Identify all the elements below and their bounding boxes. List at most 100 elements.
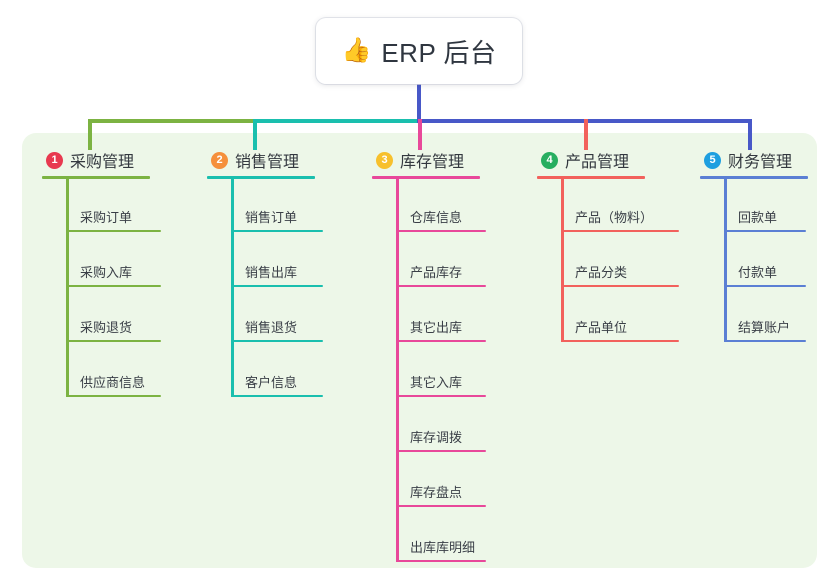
diagram-background-panel (22, 133, 817, 568)
leaf-item-rule (396, 340, 486, 342)
column-采购管理: 1 采购管理采购订单采购入库采购退货供应商信息 (42, 148, 161, 399)
leaf-item-label: 库存调拨 (410, 430, 463, 445)
column-badge-2: 2 (211, 151, 228, 169)
column-title-2: 销售管理 (235, 154, 300, 171)
column-items-2: 销售订单销售出库销售退货客户信息 (207, 179, 323, 399)
leaf-item-rule (66, 340, 161, 342)
leaf-item-rule (66, 230, 161, 232)
column-items-1: 采购订单采购入库采购退货供应商信息 (42, 179, 161, 399)
leaf-item-label: 采购入库 (80, 265, 133, 280)
leaf-item-label: 客户信息 (245, 375, 298, 390)
leaf-item[interactable]: 产品（物料） (537, 179, 679, 234)
leaf-item-label: 出库库明细 (410, 540, 476, 555)
leaf-item-rule (561, 340, 679, 342)
leaf-item-label: 销售订单 (245, 210, 298, 225)
column-产品管理: 4 产品管理产品（物料） 产品分类产品单位 (537, 148, 679, 344)
column-badge-1: 1 (46, 151, 63, 169)
column-items-5: 回款单付款单结算账户 (700, 179, 808, 344)
leaf-item-label: 其它入库 (410, 375, 463, 390)
column-header-rule-4 (537, 176, 645, 179)
leaf-item-label: 产品分类 (575, 265, 628, 280)
column-title-1: 采购管理 (70, 154, 135, 171)
leaf-item-label: 销售退货 (245, 320, 298, 335)
column-库存管理: 3 库存管理仓库信息产品库存其它出库其它入库库存调拨库存盘点出库库明细 (372, 148, 486, 564)
leaf-item-rule (231, 395, 323, 397)
connector-drop-5 (748, 119, 752, 150)
root-node[interactable]: 👍 ERP 后台 (316, 18, 522, 84)
connector-bar-segment-1 (88, 119, 256, 123)
column-header-rule-1 (42, 176, 150, 179)
connector-drop-3 (418, 119, 422, 150)
leaf-item[interactable]: 其它入库 (372, 344, 486, 399)
leaf-item-rule (396, 285, 486, 287)
column-title-4: 产品管理 (565, 154, 630, 171)
leaf-item-rule (561, 230, 679, 232)
leaf-item-label: 付款单 (738, 265, 778, 280)
connector-drop-4 (584, 119, 588, 150)
leaf-item-rule (724, 340, 806, 342)
column-header-rule-3 (372, 176, 480, 179)
leaf-item-rule (66, 285, 161, 287)
column-header-2[interactable]: 2 销售管理 (207, 148, 315, 172)
leaf-item-label: 结算账户 (738, 320, 791, 335)
leaf-item[interactable]: 供应商信息 (42, 344, 161, 399)
column-header-3[interactable]: 3 库存管理 (372, 148, 480, 172)
column-items-4: 产品（物料） 产品分类产品单位 (537, 179, 679, 344)
leaf-item-label: 销售出库 (245, 265, 298, 280)
leaf-item[interactable]: 产品单位 (537, 289, 679, 344)
leaf-item[interactable]: 采购入库 (42, 234, 161, 289)
leaf-item[interactable]: 其它出库 (372, 289, 486, 344)
leaf-item-rule (231, 285, 323, 287)
leaf-item[interactable]: 库存盘点 (372, 454, 486, 509)
leaf-item[interactable]: 出库库明细 (372, 509, 486, 564)
connector-bar-segment-2 (253, 119, 421, 123)
column-badge-5: 5 (704, 151, 721, 169)
connector-trunk (417, 84, 421, 123)
leaf-item[interactable]: 仓库信息 (372, 179, 486, 234)
leaf-item[interactable]: 付款单 (700, 234, 808, 289)
leaf-item-rule (231, 230, 323, 232)
connector-drop-2 (253, 119, 257, 150)
column-title-3: 库存管理 (400, 154, 465, 171)
column-items-3: 仓库信息产品库存其它出库其它入库库存调拨库存盘点出库库明细 (372, 179, 486, 564)
column-header-rule-5 (700, 176, 808, 179)
column-spine-2 (231, 179, 234, 397)
leaf-item[interactable]: 结算账户 (700, 289, 808, 344)
column-财务管理: 5 财务管理回款单付款单结算账户 (700, 148, 808, 344)
column-spine-1 (66, 179, 69, 397)
column-header-5[interactable]: 5 财务管理 (700, 148, 808, 172)
leaf-item[interactable]: 销售订单 (207, 179, 323, 234)
leaf-item[interactable]: 产品分类 (537, 234, 679, 289)
leaf-item-label: 回款单 (738, 210, 778, 225)
leaf-item-rule (396, 395, 486, 397)
leaf-item[interactable]: 库存调拨 (372, 399, 486, 454)
column-badge-3: 3 (376, 151, 393, 169)
leaf-item-label: 采购退货 (80, 320, 133, 335)
leaf-item-label: 库存盘点 (410, 485, 463, 500)
leaf-item[interactable]: 采购订单 (42, 179, 161, 234)
connector-drop-1 (88, 119, 92, 150)
leaf-item-rule (396, 560, 486, 562)
column-header-rule-2 (207, 176, 315, 179)
column-title-5: 财务管理 (728, 154, 793, 171)
leaf-item-rule (561, 285, 679, 287)
leaf-item-label: 采购订单 (80, 210, 133, 225)
column-header-4[interactable]: 4 产品管理 (537, 148, 645, 172)
thumbs-up-icon: 👍 (341, 37, 372, 64)
leaf-item[interactable]: 销售退货 (207, 289, 323, 344)
leaf-item-rule (724, 230, 806, 232)
leaf-item[interactable]: 采购退货 (42, 289, 161, 344)
leaf-item-label: 供应商信息 (80, 375, 146, 390)
column-header-1[interactable]: 1 采购管理 (42, 148, 150, 172)
leaf-item-rule (396, 450, 486, 452)
leaf-item-rule (66, 395, 161, 397)
leaf-item[interactable]: 产品库存 (372, 234, 486, 289)
leaf-item[interactable]: 回款单 (700, 179, 808, 234)
column-spine-3 (396, 179, 399, 562)
column-badge-4: 4 (541, 151, 558, 169)
leaf-item[interactable]: 销售出库 (207, 234, 323, 289)
column-spine-5 (724, 179, 727, 342)
leaf-item[interactable]: 客户信息 (207, 344, 323, 399)
leaf-item-rule (396, 230, 486, 232)
